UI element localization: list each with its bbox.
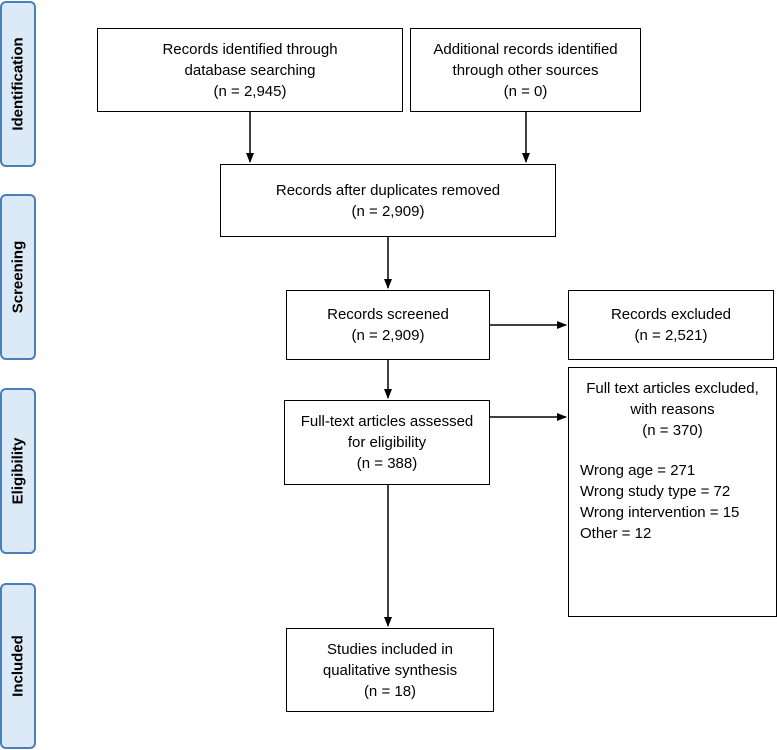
after-duplicates-line1: Records after duplicates removed — [275, 181, 501, 199]
full-text-excluded-count: (n = 370) — [642, 422, 703, 439]
database-search-line1: Records identified through — [162, 40, 338, 58]
full-text-excluded-box: Full text articles excluded, with reason… — [568, 367, 777, 617]
full-text-assessed-line2: for eligibility — [347, 434, 427, 451]
other-sources-line1: Additional records identified — [433, 40, 618, 58]
included-studies-box: Studies included in qualitative synthesi… — [286, 628, 494, 712]
full-text-assessed-box: Full-text articles assessed for eligibil… — [284, 400, 490, 485]
full-text-excluded-line2: with reasons — [630, 401, 715, 418]
records-screened-count: (n = 2,909) — [351, 327, 425, 344]
stage-eligibility: Eligibility — [0, 388, 36, 554]
full-text-assessed-line1: Full-text articles assessed — [300, 413, 474, 430]
records-screened-box: Records screened (n = 2,909) — [286, 290, 490, 360]
other-sources-count: (n = 0) — [503, 82, 548, 100]
after-duplicates-box: Records after duplicates removed (n = 2,… — [220, 164, 556, 237]
reason-item: Wrong study type = 72 — [580, 483, 731, 500]
included-studies-line2: qualitative synthesis — [322, 661, 458, 679]
stage-screening: Screening — [0, 194, 36, 360]
database-search-box: Records identified through database sear… — [97, 28, 403, 112]
included-studies-line1: Studies included in — [327, 640, 453, 658]
stage-identification: Identification — [0, 1, 36, 167]
included-studies-count: (n = 18) — [363, 682, 417, 700]
full-text-assessed-count: (n = 388) — [356, 455, 418, 472]
after-duplicates-count: (n = 2,909) — [351, 202, 425, 220]
other-sources-box: Additional records identified through ot… — [410, 28, 641, 112]
database-search-line2: database searching — [184, 61, 316, 79]
reason-item: Wrong age = 271 — [580, 462, 696, 479]
records-excluded-count: (n = 2,521) — [634, 327, 708, 344]
exclusion-reasons-list: Wrong age = 271 Wrong study type = 72 Wr… — [569, 460, 776, 544]
records-screened-line1: Records screened — [327, 306, 449, 323]
records-excluded-line1: Records excluded — [610, 306, 732, 323]
reason-item: Other = 12 — [580, 525, 652, 542]
database-search-count: (n = 2,945) — [213, 82, 287, 100]
stage-included: Included — [0, 583, 36, 749]
reason-item: Wrong intervention = 15 — [580, 504, 740, 521]
full-text-excluded-line1: Full text articles excluded, — [586, 380, 759, 397]
other-sources-line2: through other sources — [452, 61, 599, 79]
records-excluded-box: Records excluded (n = 2,521) — [568, 290, 774, 360]
